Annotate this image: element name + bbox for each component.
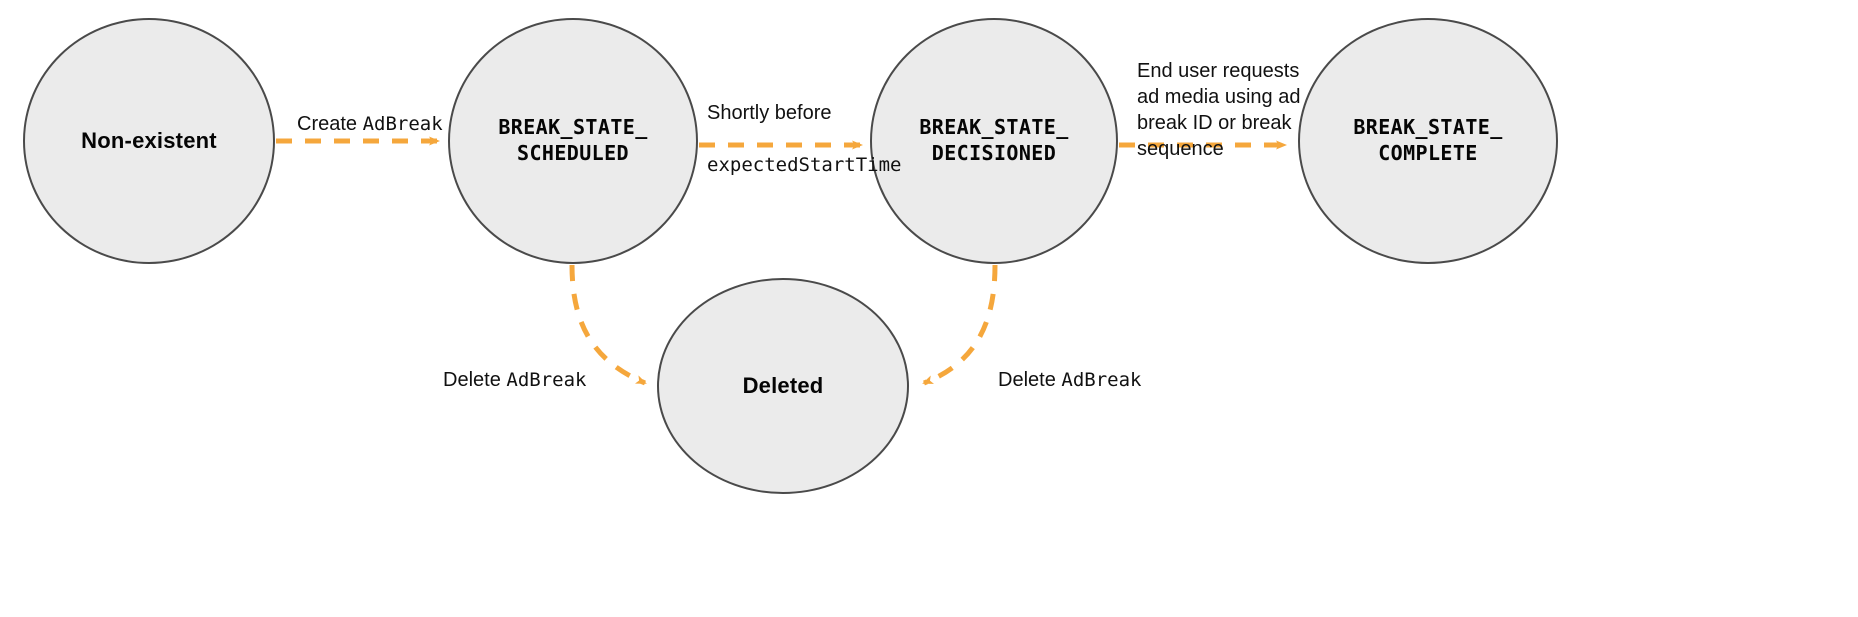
edge-label-delete-adbreak-from-scheduled: Delete AdBreak	[443, 341, 586, 393]
node-label-break-state-decisioned: BREAK_STATE_ DECISIONED	[919, 115, 1069, 165]
node-non-existent[interactable]: Non-existent	[23, 18, 275, 264]
node-label-break-state-scheduled: BREAK_STATE_ SCHEDULED	[498, 115, 648, 165]
edge-label-create-adbreak-prose: Create	[297, 113, 363, 135]
node-break-state-scheduled[interactable]: BREAK_STATE_ SCHEDULED	[448, 18, 698, 264]
edge-label-delete-scheduled-code: AdBreak	[506, 369, 587, 391]
edge-label-shortly-before-line1: Shortly before	[707, 102, 832, 124]
edge-label-shortly-before-expected-start-time: Shortly before expectedStartTime	[707, 74, 901, 204]
node-deleted[interactable]: Deleted	[657, 278, 909, 494]
node-break-state-complete[interactable]: BREAK_STATE_ COMPLETE	[1298, 18, 1558, 264]
edge-label-end-user-requests-ad-media: End user requests ad media using ad brea…	[1137, 32, 1300, 162]
edge-label-delete-decisioned-prose: Delete	[998, 369, 1062, 391]
edge-label-end-user-requests-text: End user requests ad media using ad brea…	[1137, 60, 1301, 160]
edge-label-create-adbreak-code: AdBreak	[362, 113, 443, 135]
edge-delete-adbreak-from-scheduled	[569, 264, 647, 386]
node-label-non-existent: Non-existent	[81, 127, 217, 153]
edge-delete-adbreak-from-decisioned	[922, 264, 998, 386]
node-label-deleted: Deleted	[742, 372, 824, 398]
edge-label-delete-decisioned-code: AdBreak	[1061, 369, 1142, 391]
edge-label-expected-start-time-line2: expectedStartTime	[707, 154, 902, 176]
edge-label-create-adbreak: Create AdBreak	[297, 85, 443, 137]
node-break-state-decisioned[interactable]: BREAK_STATE_ DECISIONED	[870, 18, 1118, 264]
edge-label-delete-scheduled-prose: Delete	[443, 369, 507, 391]
edge-label-delete-adbreak-from-decisioned: Delete AdBreak	[998, 341, 1141, 393]
node-label-break-state-complete: BREAK_STATE_ COMPLETE	[1353, 115, 1503, 165]
